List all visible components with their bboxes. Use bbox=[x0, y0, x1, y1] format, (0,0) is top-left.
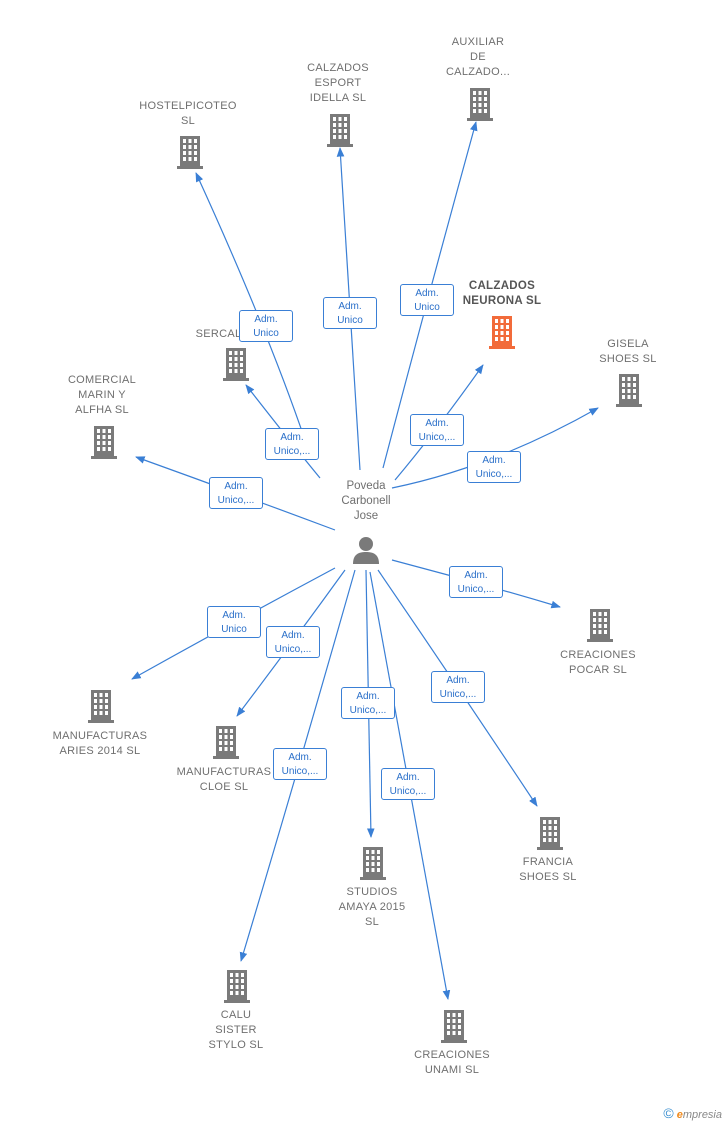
company-label-sercalz[interactable]: SERCALZ bbox=[195, 328, 249, 340]
company-label-francia-shoes[interactable]: FRANCIA SHOES SL bbox=[519, 856, 577, 883]
footer-brand[interactable]: © empresia bbox=[663, 1105, 722, 1121]
building-icon[interactable] bbox=[221, 968, 253, 1004]
copyright-icon: © bbox=[663, 1105, 674, 1121]
company-label-creaciones-pocar[interactable]: CREACIONES POCAR SL bbox=[560, 649, 636, 676]
company-label-auxiliar[interactable]: AUXILIAR DE CALZADO... bbox=[445, 36, 511, 78]
edge-label-auxiliar[interactable]: Adm. Unico bbox=[400, 284, 454, 316]
edge-label-calzados-neurona[interactable]: Adm. Unico,... bbox=[410, 414, 464, 446]
company-label-hostelpicoteo[interactable]: HOSTELPICOTEO SL bbox=[139, 100, 237, 127]
edge-line-hostelpicoteo bbox=[195, 172, 306, 441]
edge-label-hostelpicoteo[interactable]: Adm. Unico bbox=[239, 310, 293, 342]
company-label-studios-amaya[interactable]: STUDIOS AMAYA 2015 SL bbox=[338, 886, 406, 928]
edge-label-calzados-esport[interactable]: Adm. Unico bbox=[323, 297, 377, 329]
edge-label-studios-amaya[interactable]: Adm. Unico,... bbox=[341, 687, 395, 719]
company-label-comercial-marin[interactable]: COMERCIAL MARIN Y ALFHA SL bbox=[67, 374, 137, 416]
company-label-calzados-neurona[interactable]: CALZADOS NEURONA SL bbox=[462, 280, 542, 307]
center-person-label[interactable]: Poveda Carbonell Jose bbox=[341, 480, 391, 522]
building-icon[interactable] bbox=[584, 607, 616, 643]
edge-label-manufacturas-aries[interactable]: Adm. Unico bbox=[207, 606, 261, 638]
edge-label-gisela[interactable]: Adm. Unico,... bbox=[467, 451, 521, 483]
company-label-calzados-esport[interactable]: CALZADOS ESPORT IDELLA SL bbox=[307, 62, 369, 104]
building-icon-highlighted[interactable] bbox=[486, 314, 518, 350]
edge-label-creaciones-unami[interactable]: Adm. Unico,... bbox=[381, 768, 435, 800]
edge-label-manufacturas-cloe[interactable]: Adm. Unico,... bbox=[266, 626, 320, 658]
person-icon[interactable] bbox=[350, 534, 382, 566]
building-icon[interactable] bbox=[613, 372, 645, 408]
company-label-creaciones-unami[interactable]: CREACIONES UNAMI SL bbox=[414, 1049, 490, 1076]
building-icon[interactable] bbox=[220, 346, 252, 382]
edge-label-creaciones-pocar[interactable]: Adm. Unico,... bbox=[449, 566, 503, 598]
company-label-gisela[interactable]: GISELA SHOES SL bbox=[599, 338, 657, 365]
brand-first-letter: e bbox=[676, 1109, 683, 1121]
building-icon[interactable] bbox=[324, 112, 356, 148]
building-icon[interactable] bbox=[85, 688, 117, 724]
building-icon[interactable] bbox=[464, 86, 496, 122]
building-icon[interactable] bbox=[357, 845, 389, 881]
edge-label-calu-sister[interactable]: Adm. Unico,... bbox=[273, 748, 327, 780]
building-icon[interactable] bbox=[174, 134, 206, 170]
company-label-manufacturas-cloe[interactable]: MANUFACTURAS CLOE SL bbox=[176, 766, 272, 793]
edge-label-sercalz[interactable]: Adm. Unico,... bbox=[265, 428, 319, 460]
building-icon[interactable] bbox=[210, 724, 242, 760]
edge-label-francia-shoes[interactable]: Adm. Unico,... bbox=[431, 671, 485, 703]
building-icon[interactable] bbox=[534, 815, 566, 851]
building-icon[interactable] bbox=[438, 1008, 470, 1044]
edge-label-comercial-marin[interactable]: Adm. Unico,... bbox=[209, 477, 263, 509]
company-label-manufacturas-aries[interactable]: MANUFACTURAS ARIES 2014 SL bbox=[52, 730, 148, 757]
brand-rest: mpresia bbox=[682, 1109, 722, 1121]
company-label-calu-sister[interactable]: CALU SISTER STYLO SL bbox=[208, 1009, 264, 1051]
building-icon[interactable] bbox=[88, 424, 120, 460]
